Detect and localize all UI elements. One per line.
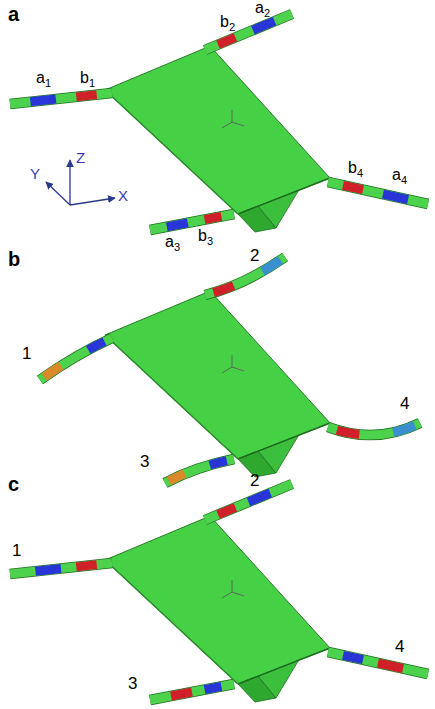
- leg-strip: [40, 338, 112, 380]
- device-body: [105, 291, 330, 477]
- segment-label: a4: [392, 167, 407, 183]
- panel-letter: b: [8, 249, 20, 269]
- segment-label: b2: [220, 14, 235, 30]
- leg-number: 2: [250, 247, 259, 264]
- panel-a-model: [10, 14, 428, 232]
- leg-number: 3: [140, 453, 149, 470]
- leg-strip: [150, 684, 234, 700]
- segment-label: b1: [80, 70, 95, 86]
- leg-number: 4: [395, 638, 404, 655]
- segment-label: a1: [36, 70, 51, 86]
- axis-label: Z: [76, 150, 85, 165]
- leg-number: 1: [22, 345, 31, 362]
- leg-strip: [328, 182, 428, 204]
- panel-b-model: [40, 257, 420, 483]
- leg-number: 3: [128, 675, 137, 692]
- device-body: [105, 46, 330, 232]
- leg-strip: [205, 257, 285, 295]
- leg-number: 1: [12, 542, 21, 559]
- segment-label: b3: [198, 228, 213, 244]
- leg-strip: [10, 93, 112, 104]
- leg-strip: [165, 459, 234, 483]
- leg-strip: [10, 563, 112, 574]
- axis-label: X: [118, 188, 128, 203]
- panel-c-model: [10, 484, 428, 702]
- leg-strip: [150, 214, 234, 230]
- segment-label: a3: [165, 234, 180, 250]
- panel-letter: c: [8, 474, 19, 494]
- segment-label: b4: [348, 160, 363, 176]
- leg-number: 2: [250, 472, 259, 489]
- leg-strip: [205, 484, 292, 520]
- coordinate-axes: [46, 160, 115, 205]
- leg-strip: [328, 652, 428, 674]
- panel-letter: a: [8, 4, 19, 24]
- device-body: [105, 516, 330, 702]
- leg-strip: [328, 423, 420, 435]
- segment-label: a2: [255, 0, 270, 16]
- leg-number: 4: [400, 395, 409, 412]
- axis-label: Y: [30, 166, 40, 181]
- leg-strip: [205, 14, 292, 50]
